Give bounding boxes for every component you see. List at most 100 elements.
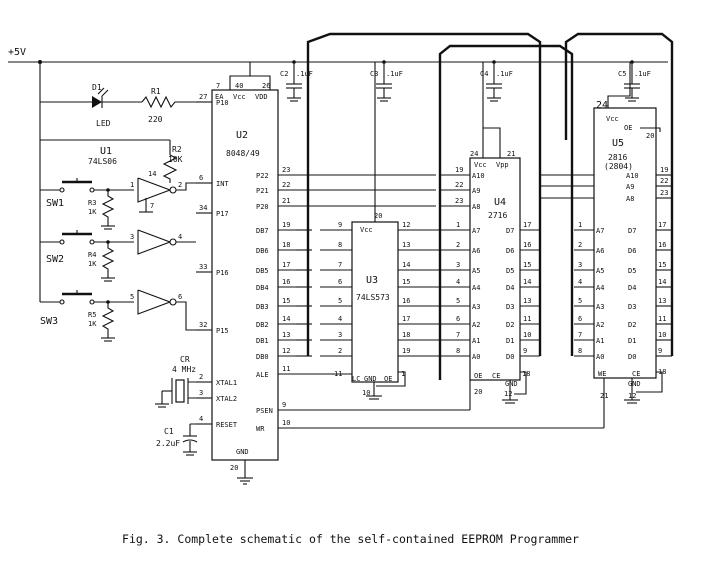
u3-pin-number: 3 [338,331,342,339]
u4-pin-name: A7 [472,227,480,235]
u2-pin-number: 15 [282,297,290,305]
cap-ref: C4 [480,70,488,78]
u4-pin-number: 11 [523,315,531,323]
u5-pin-number: 1 [578,221,582,229]
inverter-vcc-pin: 14 [148,170,156,178]
u4-pin-number: 1 [456,221,460,229]
u5-pin-name: A6 [596,247,604,255]
u4-pins: A1019A922A823A71A62A53A44A35A26A17A08D71… [440,166,540,361]
u1-labels: U1 74LS06 R2 10K [88,145,183,183]
cr-value: 4 MHz [172,365,196,374]
u5-pin-name: A4 [596,284,604,292]
u4-pin-number: 2 [456,241,460,249]
control-lines [278,373,605,429]
u2-pin-name: P10 [216,99,229,107]
junction-dot [292,60,296,64]
u3-pin-number: 15 [402,278,410,286]
cap-value: .1uF [386,70,403,78]
u4-pin-name: A4 [472,284,480,292]
u4-bottom-ce: CE [492,372,500,380]
u4-pin-number: 6 [456,315,460,323]
u5-pin-name: D6 [628,247,636,255]
u4-pin-name: D3 [506,303,514,311]
u3-oe-pin: 1 [401,370,405,378]
u5-pin-number: 22 [660,177,668,185]
u5-part-alt: (2804) [604,162,633,171]
u2-pin-name: P20 [256,203,269,211]
crystal-cr: CR 4 MHz [155,355,212,408]
u4-pin-number: 14 [523,278,531,286]
u2-pin-number: 21 [282,197,290,205]
u2-pin-name: RESET [216,421,238,429]
u2-pin-name: P16 [216,269,229,277]
u3-gnd-pin: 10 [362,389,370,397]
u4-top-pin: 24 [470,150,478,158]
c1-value: 2.2uF [156,439,180,448]
u5-pin-number: 5 [578,297,582,305]
u5-pin-name: A1 [596,337,604,345]
u4-pin-number: 19 [455,166,463,174]
u2-pin-name: DB5 [256,267,269,275]
u4-pin-number: 22 [455,181,463,189]
r1-ref: R1 [151,87,161,96]
u5-pin-name: A3 [596,303,604,311]
sw1-label: SW1 [46,198,64,209]
u3-pin-number: 13 [402,241,410,249]
address-bus [438,44,574,380]
u2-pin-name: DB6 [256,247,269,255]
u2-pin-name: P17 [216,210,229,218]
switch-network: SW1 SW2 SW3 [40,139,171,327]
u2-pin-number: 32 [199,321,207,329]
u5-bottom-we: WE [598,370,606,378]
u4-pin-number: 3 [456,261,460,269]
u2-pin-name: DB2 [256,321,269,329]
eeprom-data-bus [564,32,674,356]
u2-top-pin: 40 [235,82,243,90]
cap-ref: C3 [370,70,378,78]
u4-part: 2716 [488,211,507,220]
u4-pin-name: D7 [506,227,514,235]
resistor-ref: R5 [88,311,96,319]
inverter-out-wire [176,301,196,331]
u3-pin-number: 9 [338,221,342,229]
inverter-bubble [169,298,177,306]
u4-pin-name: A1 [472,337,480,345]
u5-pin-number: 6 [578,315,582,323]
u4-pin-number: 4 [456,278,460,286]
junction-dot [382,60,386,64]
inverter-out-wire [176,182,196,191]
resistor-value: 1K [88,260,97,268]
u2-top-pin: 26 [262,82,270,90]
u1-ref: U1 [100,146,112,157]
u2-pin-name: XTAL2 [216,395,237,403]
u5-vcc-pin: 24 [596,100,608,111]
u4-ref: U4 [494,197,506,208]
u2-pin-number: 12 [282,347,290,355]
u4-pin-name: A3 [472,303,480,311]
inverter-body [137,289,172,315]
u5-ref: U5 [612,138,624,149]
cap-ref: C2 [280,70,288,78]
u4-pin-name: A5 [472,267,480,275]
u2-ref: U2 [236,130,248,141]
u4-pin-name: A9 [472,187,480,195]
u5-pin-name: A10 [626,172,639,180]
u5-pin-number: 9 [658,347,662,355]
resistor-body [101,190,115,226]
u2-pin-name: PSEN [256,407,273,415]
supply-label: +5V [8,47,26,58]
cap-value: .1uF [296,70,313,78]
u2-top-pin: 7 [216,82,220,90]
u5-part: 2816 [608,153,627,162]
inverter-gnd-pin: 7 [150,202,154,210]
u2-pin-number: 16 [282,278,290,286]
u2-pin-number: 4 [199,415,203,423]
u5-pin-number: 10 [658,331,666,339]
u4-pin-number: 23 [455,197,463,205]
u2-pin-name: ALE [256,371,269,379]
c1-ref: C1 [164,427,174,436]
d1-ref: D1 [92,83,102,92]
u4-top-vpp: Vpp [496,161,509,169]
